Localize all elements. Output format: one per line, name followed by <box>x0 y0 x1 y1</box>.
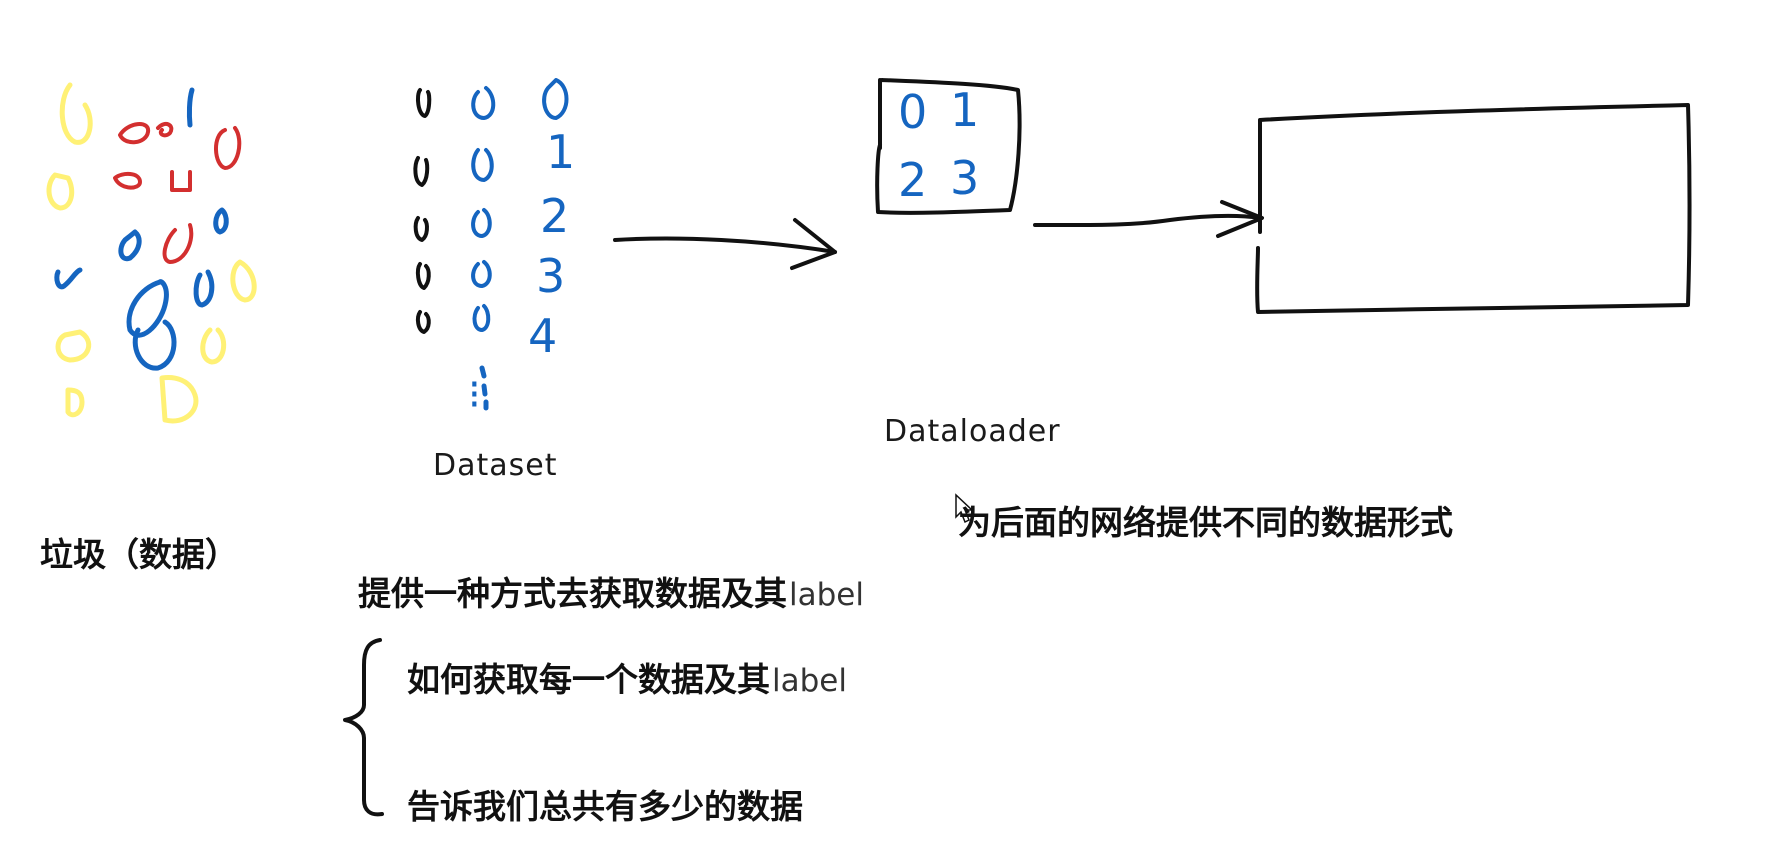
dataset-main-note-text: 提供一种方式去获取数据及其 <box>358 574 787 613</box>
mouse-pointer-icon <box>955 493 974 524</box>
list-brace <box>343 638 384 817</box>
dataset-blue-index-column <box>542 78 569 120</box>
dataloader-label: Dataloader <box>884 414 1061 449</box>
dataset-index-3: 3 <box>536 249 565 303</box>
blue-scribbles <box>54 87 229 371</box>
brace-item-get-data-text: 如何获取每一个数据及其 <box>407 660 770 699</box>
garbage-title: 垃圾（数据） <box>40 535 238 574</box>
brace-item-get-data-suffix: label <box>772 663 847 699</box>
dataset-blue-zero-column <box>471 86 496 411</box>
dataset-index-4: 4 <box>528 309 557 363</box>
dataset-black-column <box>413 88 432 334</box>
garbage-pile <box>46 82 257 424</box>
network-box <box>1255 103 1692 314</box>
brace-item-count-data: 告诉我们总共有多少的数据 <box>407 787 803 826</box>
dataloader-batch-2: 2 <box>898 153 927 207</box>
dataset-main-note-suffix: label <box>789 577 864 613</box>
brace-item-get-data: 如何获取每一个数据及其label <box>407 653 847 701</box>
dataloader-batch-0: 0 <box>898 85 927 139</box>
dataset-label: Dataset <box>433 448 558 483</box>
dataset-main-note: 提供一种方式去获取数据及其label <box>358 567 864 615</box>
dataloader-to-network-arrow <box>1033 200 1264 238</box>
dataset-index-labels: 1 2 3 4 ⁝ <box>468 125 575 418</box>
dataset-ellipsis: ⁝ <box>468 372 481 418</box>
yellow-scribbles <box>46 82 257 424</box>
dataset-index-2: 2 <box>540 189 569 243</box>
dataloader-purpose: 为后面的网络提供不同的数据形式 <box>958 503 1453 542</box>
red-scribbles <box>113 121 242 264</box>
dataset-to-dataloader-arrow <box>613 218 837 270</box>
dataloader-batch-3: 3 <box>950 151 979 205</box>
dataloader-batch-box: 0 1 2 3 <box>875 78 1022 215</box>
dataloader-batch-1: 1 <box>950 83 979 137</box>
dataset-index-1: 1 <box>546 125 575 179</box>
